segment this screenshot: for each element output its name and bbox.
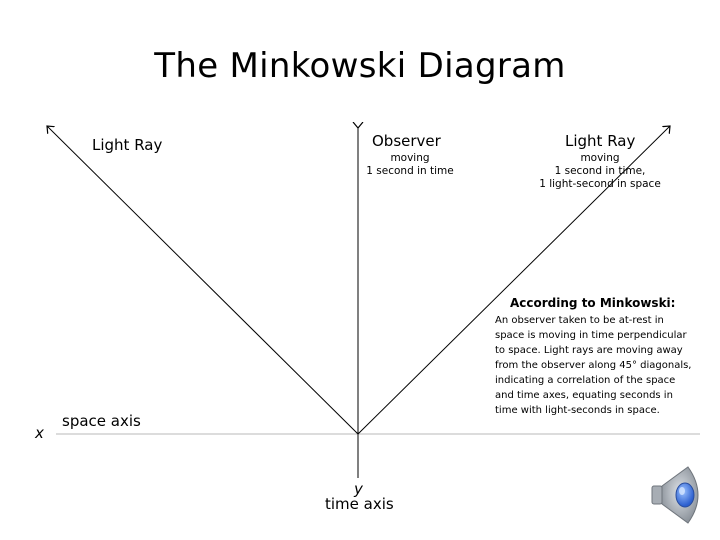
left-light-ray-line xyxy=(47,126,359,435)
left-light-ray-label: Light Ray xyxy=(92,136,163,154)
page-title: The Minkowski Diagram xyxy=(154,46,566,86)
speaker-icon[interactable] xyxy=(648,462,714,528)
right-light-ray-description: moving 1 second in time, 1 light-second … xyxy=(480,152,720,191)
right-ray-description-line: moving xyxy=(580,152,620,164)
x-variable-label: x xyxy=(35,424,44,442)
observer-description-line: moving xyxy=(390,152,430,164)
right-ray-description-line: 1 second in time, xyxy=(554,165,646,177)
observer-label: Observer xyxy=(372,132,441,150)
space-axis-label: space axis xyxy=(62,412,141,430)
observer-description: moving 1 second in time xyxy=(360,152,460,178)
observer-description-line: 1 second in time xyxy=(366,165,454,177)
right-ray-description-line: 1 light-second in space xyxy=(539,178,661,190)
time-axis-label: time axis xyxy=(325,495,394,513)
note-heading: According to Minkowski: xyxy=(510,296,676,310)
y-variable-label: y xyxy=(354,480,363,498)
right-light-ray-label: Light Ray xyxy=(565,132,636,150)
right-light-ray-line xyxy=(357,126,670,435)
note-body: An observer taken to be at-rest in space… xyxy=(495,315,692,416)
speaker-icon-graphic xyxy=(651,466,699,524)
